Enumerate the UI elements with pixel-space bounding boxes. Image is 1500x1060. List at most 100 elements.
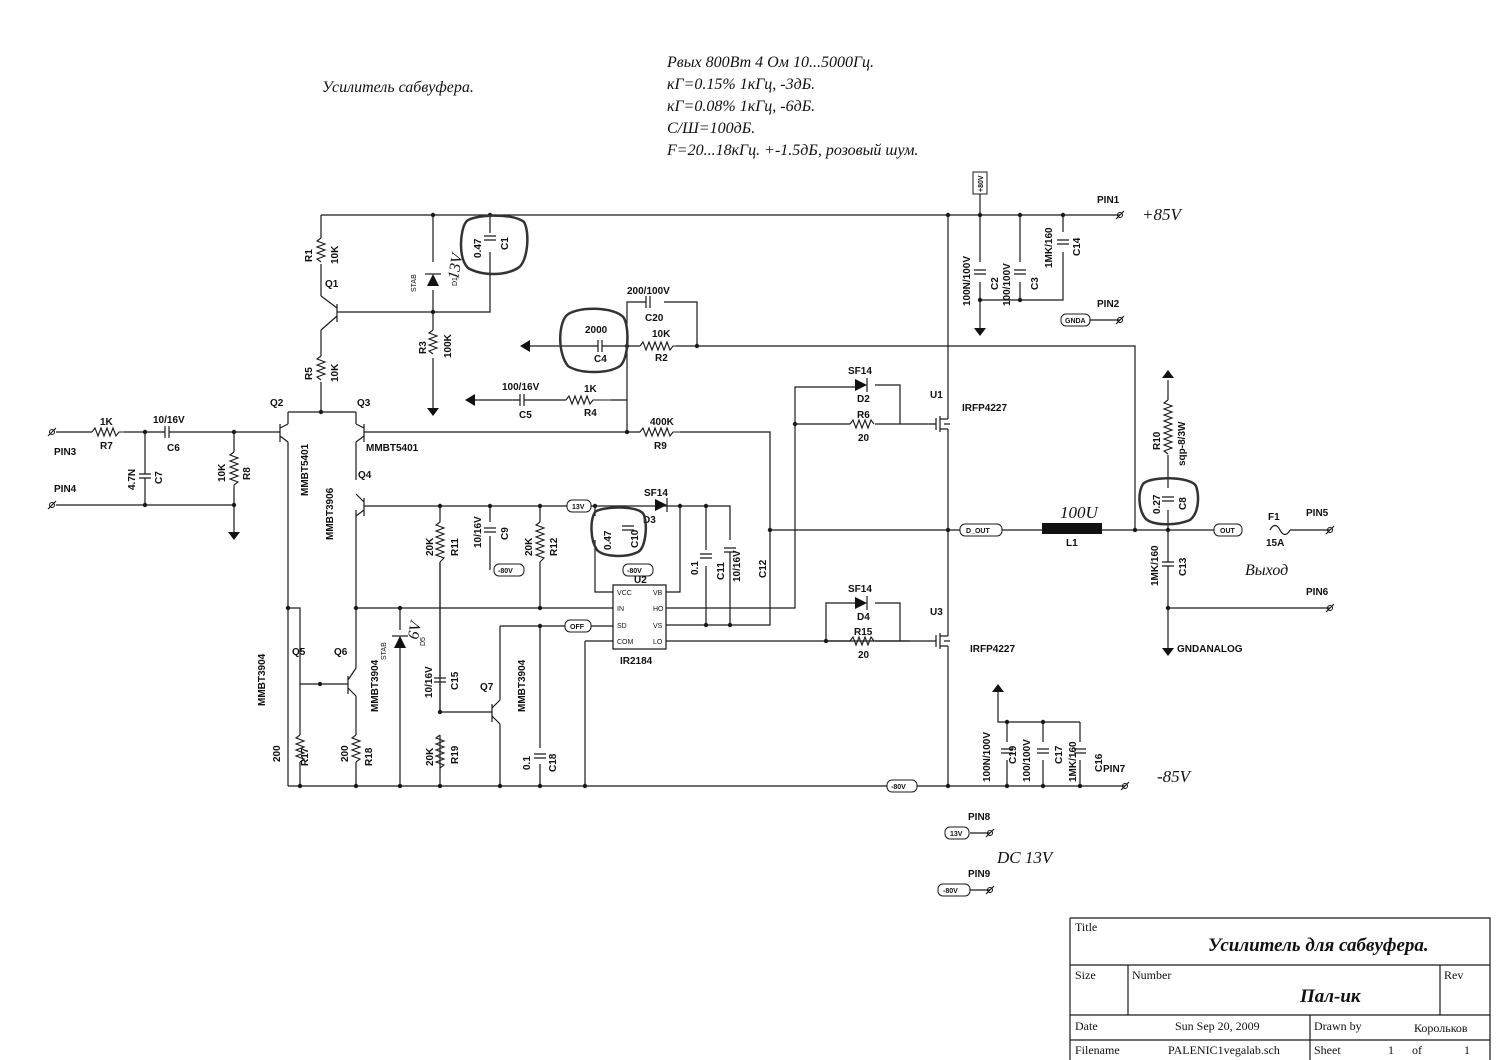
net-m80-d: -80V	[943, 888, 958, 895]
r1-ref: R1	[304, 249, 315, 262]
r10-value: sqp-8/3W	[1177, 421, 1188, 466]
u1-type: IRFP4227	[962, 403, 1007, 414]
u2-pin8: VB	[653, 590, 663, 597]
r7-symbol	[91, 426, 124, 438]
r9-symbol	[639, 426, 683, 438]
c11-value: 0.1	[690, 561, 701, 575]
c14-value: 1MK/160	[1044, 227, 1055, 268]
spec-line-3: кГ=0.08% 1кГц, -6дБ.	[667, 98, 815, 115]
pin7-label: PIN7	[1103, 764, 1126, 775]
r6-symbol	[849, 418, 875, 430]
q5-symbol	[299, 668, 306, 696]
d4-symbol	[855, 597, 867, 609]
l1-ref: L1	[1066, 538, 1078, 549]
c6-ref: C6	[167, 443, 180, 454]
q7-ref: Q7	[480, 682, 494, 693]
c7-symbol	[139, 466, 151, 490]
c9-symbol	[484, 527, 496, 533]
u3-symbol	[930, 618, 950, 660]
c20-ref: C20	[645, 313, 664, 324]
pin3-label: PIN3	[54, 447, 77, 458]
r11-value: 20K	[425, 537, 436, 556]
tb-filename: PALENIC1vegalab.sch	[1168, 1043, 1280, 1057]
d2-symbol	[855, 379, 867, 391]
net-m80-c: -80V	[891, 784, 906, 791]
r4-ref: R4	[584, 408, 597, 419]
d5-stab: STAB	[381, 642, 388, 660]
r11-symbol	[434, 521, 446, 563]
c1-ref: C1	[500, 237, 511, 250]
r2-value: 10K	[652, 329, 671, 340]
tb-filename-label: Filename	[1075, 1043, 1120, 1057]
tb-title-label: Title	[1075, 920, 1097, 934]
d2-type: SF14	[848, 366, 872, 377]
c8-value: 0.27	[1152, 494, 1163, 514]
c16-ref: C16	[1094, 753, 1105, 772]
q3-type: MMBT5401	[366, 443, 419, 454]
c17-value: 100/100V	[1022, 739, 1033, 782]
q3-ref: Q3	[357, 398, 371, 409]
c19-symbol	[1001, 748, 1013, 754]
c12-symbol	[724, 547, 736, 565]
c8-symbol	[1162, 496, 1174, 502]
c18-ref: C18	[548, 753, 559, 772]
l1-symbol	[1042, 523, 1102, 534]
net-flags: +80V GNDA 13V -80V -80V D_OUT OUT OFF -8…	[493, 171, 1243, 897]
tb-sheets: 1	[1464, 1043, 1470, 1057]
c15-value: 10/16V	[424, 666, 435, 698]
q6-ref: Q6	[334, 647, 348, 658]
d5-symbol	[394, 636, 406, 648]
r5-symbol	[315, 355, 327, 381]
r2-ref: R2	[655, 353, 668, 364]
stab13-label: 13V	[445, 250, 467, 281]
tb-sheet-label: Sheet	[1314, 1043, 1341, 1057]
junction-dots	[142, 212, 1171, 789]
c7-ref: C7	[154, 471, 165, 484]
q5-type: MMBT3904	[257, 653, 268, 706]
c2-symbol	[974, 269, 986, 275]
r9-ref: R9	[654, 441, 667, 452]
q4-symbol	[355, 493, 370, 517]
c19-ref: C19	[1008, 745, 1019, 764]
tb-number-label: Number	[1132, 968, 1171, 982]
r4-value: 1K	[584, 384, 598, 395]
u3-type: IRFP4227	[970, 644, 1015, 655]
r15-ref: R15	[854, 627, 873, 638]
r9-value: 400K	[650, 417, 675, 428]
net-p80: +80V	[978, 175, 985, 192]
q4-type: MMBT3906	[325, 487, 336, 540]
q7-type: MMBT3904	[517, 659, 528, 712]
q5-ref: Q5	[292, 647, 306, 658]
r3-ref: R3	[418, 341, 429, 354]
tb-of-label: of	[1412, 1043, 1422, 1057]
c12-value: 10/16V	[732, 550, 743, 582]
pin2-label: PIN2	[1097, 299, 1120, 310]
transistor-symbols	[272, 295, 501, 725]
r19-symbol	[434, 734, 446, 769]
c8-ref: C8	[1178, 497, 1189, 510]
q1-symbol	[320, 295, 343, 331]
c3-symbol	[1014, 269, 1026, 275]
tb-date-label: Date	[1075, 1019, 1098, 1033]
r1-symbol	[315, 237, 327, 263]
c14-symbol	[1057, 239, 1069, 245]
c9-ref: C9	[500, 527, 511, 540]
r12-ref: R12	[549, 537, 560, 556]
c4-ref: C4	[594, 354, 607, 365]
r19-ref: R19	[450, 745, 461, 764]
r15-value: 20	[858, 650, 870, 661]
r12-symbol	[534, 521, 546, 563]
r17-ref: R17	[300, 747, 311, 766]
q2-ref: Q2	[270, 398, 284, 409]
component-labels: R1 10K Q1 STAB D1 0.47 C1 R3 100K R5 10K…	[100, 227, 1284, 782]
c5-symbol	[516, 394, 534, 406]
pin6-label: PIN6	[1306, 587, 1329, 598]
c4-symbol	[597, 340, 616, 352]
c14-ref: C14	[1072, 237, 1083, 256]
c13-value: 1MK/160	[1150, 545, 1161, 586]
resistor-symbols	[91, 237, 1174, 769]
c5-value: 100/16V	[502, 382, 540, 393]
d3-symbol	[655, 499, 667, 511]
c13-ref: C13	[1178, 557, 1189, 576]
